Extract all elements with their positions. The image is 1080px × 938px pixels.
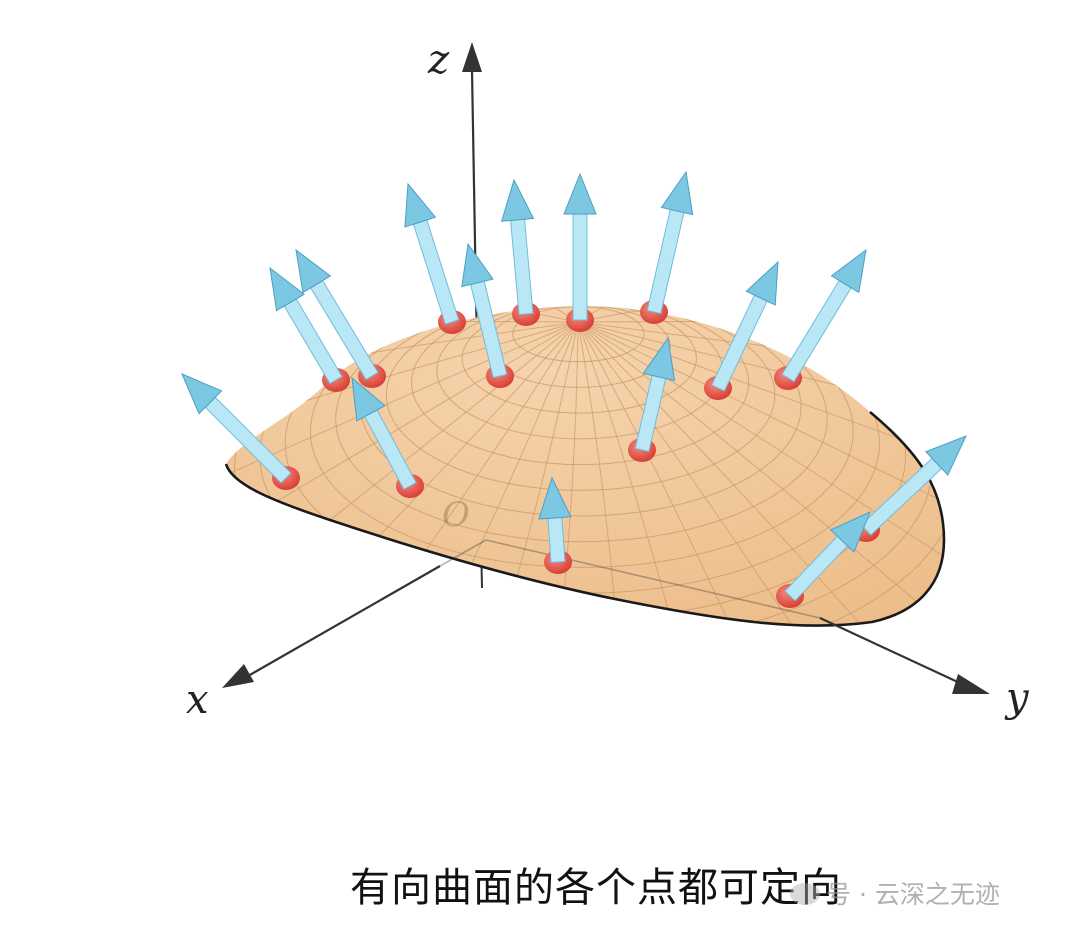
vector-shaft: [510, 218, 534, 316]
normal-vector: [181, 373, 300, 490]
vector-arrowhead: [925, 435, 967, 476]
watermark: 号 · 云深之无迹: [790, 880, 1000, 910]
vector-arrowhead: [745, 260, 779, 306]
normal-vector: [295, 248, 386, 388]
grid-parallel: [309, 306, 854, 568]
origin-label: O: [442, 495, 470, 535]
vector-shaft: [781, 279, 852, 383]
y-axis-arrowhead: [952, 674, 990, 694]
normal-vector: [461, 242, 514, 388]
x-axis-arrowhead: [222, 664, 254, 688]
vector-arrowhead: [181, 373, 223, 415]
surface-boundary: [224, 411, 946, 627]
normal-vector: [704, 260, 779, 400]
vector-shaft: [572, 213, 588, 321]
grid-meridian: [226, 321, 579, 523]
vector-arrowhead: [563, 172, 597, 215]
vector-arrowhead: [404, 182, 437, 228]
vector-arrowhead: [538, 476, 572, 520]
y-axis: [819, 617, 963, 685]
vector-arrowhead: [351, 376, 386, 422]
vector-shaft: [547, 516, 566, 564]
y-axis-hidden: [485, 539, 821, 619]
grid-meridian: [577, 321, 944, 626]
wechat-icon: [790, 883, 820, 905]
vector-shaft: [646, 208, 685, 315]
vector-arrowhead: [829, 511, 871, 553]
surface-body: [226, 306, 944, 626]
grid-meridian: [402, 306, 579, 323]
grid-meridian: [226, 321, 579, 603]
grid-parallel: [385, 306, 776, 491]
vector-arrowhead: [642, 336, 676, 382]
grid-meridian: [577, 321, 629, 626]
grid-meridian: [577, 321, 944, 447]
normal-vector: [538, 476, 572, 574]
grid-meridian: [511, 321, 579, 626]
normal-vector: [628, 336, 676, 462]
normal-vectors: [181, 170, 967, 608]
grid-parallel: [461, 306, 697, 414]
watermark-text: 号 · 云深之无迹: [826, 880, 1000, 909]
normal-vector: [774, 248, 867, 390]
vector-arrowhead: [461, 242, 494, 288]
vector-arrowhead: [830, 248, 867, 294]
grid-meridian: [577, 306, 854, 323]
normal-vector: [776, 511, 871, 608]
z-axis-arrowhead: [462, 42, 482, 72]
normal-vector: [500, 178, 540, 326]
vector-arrowhead: [295, 248, 332, 294]
z-axis-label: z: [428, 37, 450, 83]
x-axis: [247, 565, 441, 677]
y-axis-label: y: [1006, 675, 1029, 721]
normal-vector: [640, 170, 694, 324]
grid-parallel: [335, 306, 828, 543]
x-axis-hidden: [439, 539, 487, 567]
grid-parallel: [411, 306, 750, 466]
vector-arrowhead: [660, 170, 694, 216]
grid-meridian: [226, 321, 579, 626]
vector-arrowhead: [500, 178, 535, 222]
normal-vector: [269, 266, 350, 392]
vector-shaft: [412, 219, 460, 325]
grid-meridian: [511, 306, 579, 323]
x-axis-label: x: [186, 677, 209, 723]
normal-vector: [404, 182, 466, 334]
normal-vector: [351, 376, 424, 498]
normal-vector: [563, 172, 597, 332]
vector-arrowhead: [269, 266, 305, 312]
grid-meridian: [577, 321, 944, 523]
figure-caption: 有向曲面的各个点都可定向: [350, 865, 842, 911]
grid-meridian: [577, 321, 745, 626]
